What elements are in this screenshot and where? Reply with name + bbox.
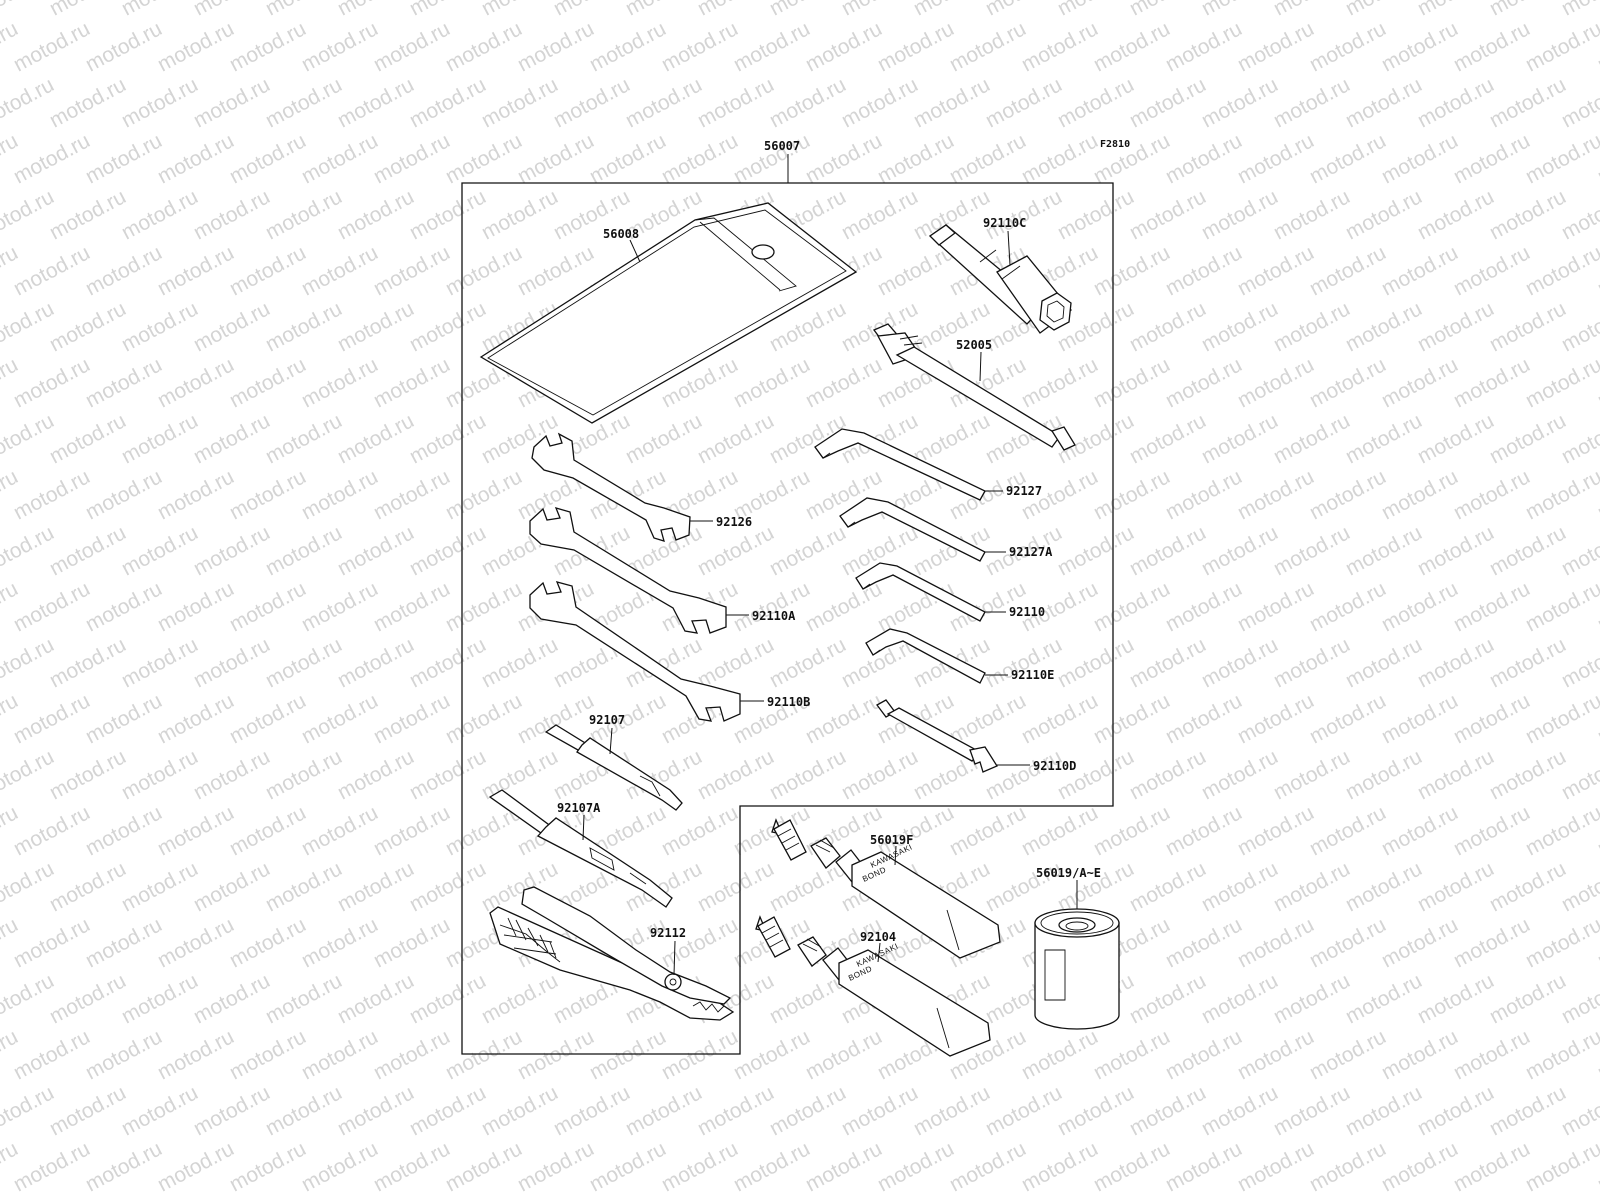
label-92107: 92107 xyxy=(589,713,625,727)
label-92107a: 92107A xyxy=(557,801,601,815)
label-92110d: 92110D xyxy=(1033,759,1076,773)
bond-tube-92104-illustration: KAWASAKI BOND 92104 xyxy=(755,915,991,1057)
hex-wrench-92127a-illustration: 92127A xyxy=(839,497,1053,562)
label-92110: 92110 xyxy=(1009,605,1045,619)
screwdriver-92107-illustration: 92107 xyxy=(544,713,683,811)
screwdriver-92107a-illustration: 92107A xyxy=(488,789,673,908)
hex-wrench-92110-illustration: 92110 xyxy=(855,562,1045,622)
kit-frame: 56007 xyxy=(461,139,1114,1055)
label-92127a: 92127A xyxy=(1009,545,1053,559)
plug-wrench-illustration: 92110C xyxy=(928,216,1072,334)
hex-wrench-92110e-illustration: 92110E xyxy=(865,628,1054,684)
label-56008: 56008 xyxy=(603,227,639,241)
label-92110b: 92110B xyxy=(767,695,810,709)
open-wrench-92126-illustration: 92126 xyxy=(531,432,752,542)
figure-code: F2810 xyxy=(1100,139,1130,150)
label-92110e: 92110E xyxy=(1011,668,1054,682)
label-92126: 92126 xyxy=(716,515,752,529)
spoke-wrench-illustration: 52005 xyxy=(872,323,1076,451)
label-56019f: 56019F xyxy=(870,833,913,847)
label-92112: 92112 xyxy=(650,926,686,940)
label-92127: 92127 xyxy=(1006,484,1042,498)
label-92110a: 92110A xyxy=(752,609,796,623)
open-wrench-92110a-illustration: 92110A xyxy=(529,507,796,634)
bond-can-illustration: 56019/A~E xyxy=(1034,866,1120,1030)
label-92110c: 92110C xyxy=(983,216,1026,230)
bit-tool-92110d-illustration: 92110D xyxy=(876,699,1076,773)
label-56019-a-e: 56019/A~E xyxy=(1036,866,1101,880)
label-56007: 56007 xyxy=(764,139,800,153)
tool-pouch-illustration: 56008 xyxy=(479,202,858,424)
label-52005: 52005 xyxy=(956,338,992,352)
label-92104: 92104 xyxy=(860,930,896,944)
open-wrench-92110b-illustration: 92110B xyxy=(529,581,810,722)
hex-wrench-92127-illustration: 92127 xyxy=(814,428,1042,501)
pliers-92112-illustration: 92112 xyxy=(489,886,735,1021)
